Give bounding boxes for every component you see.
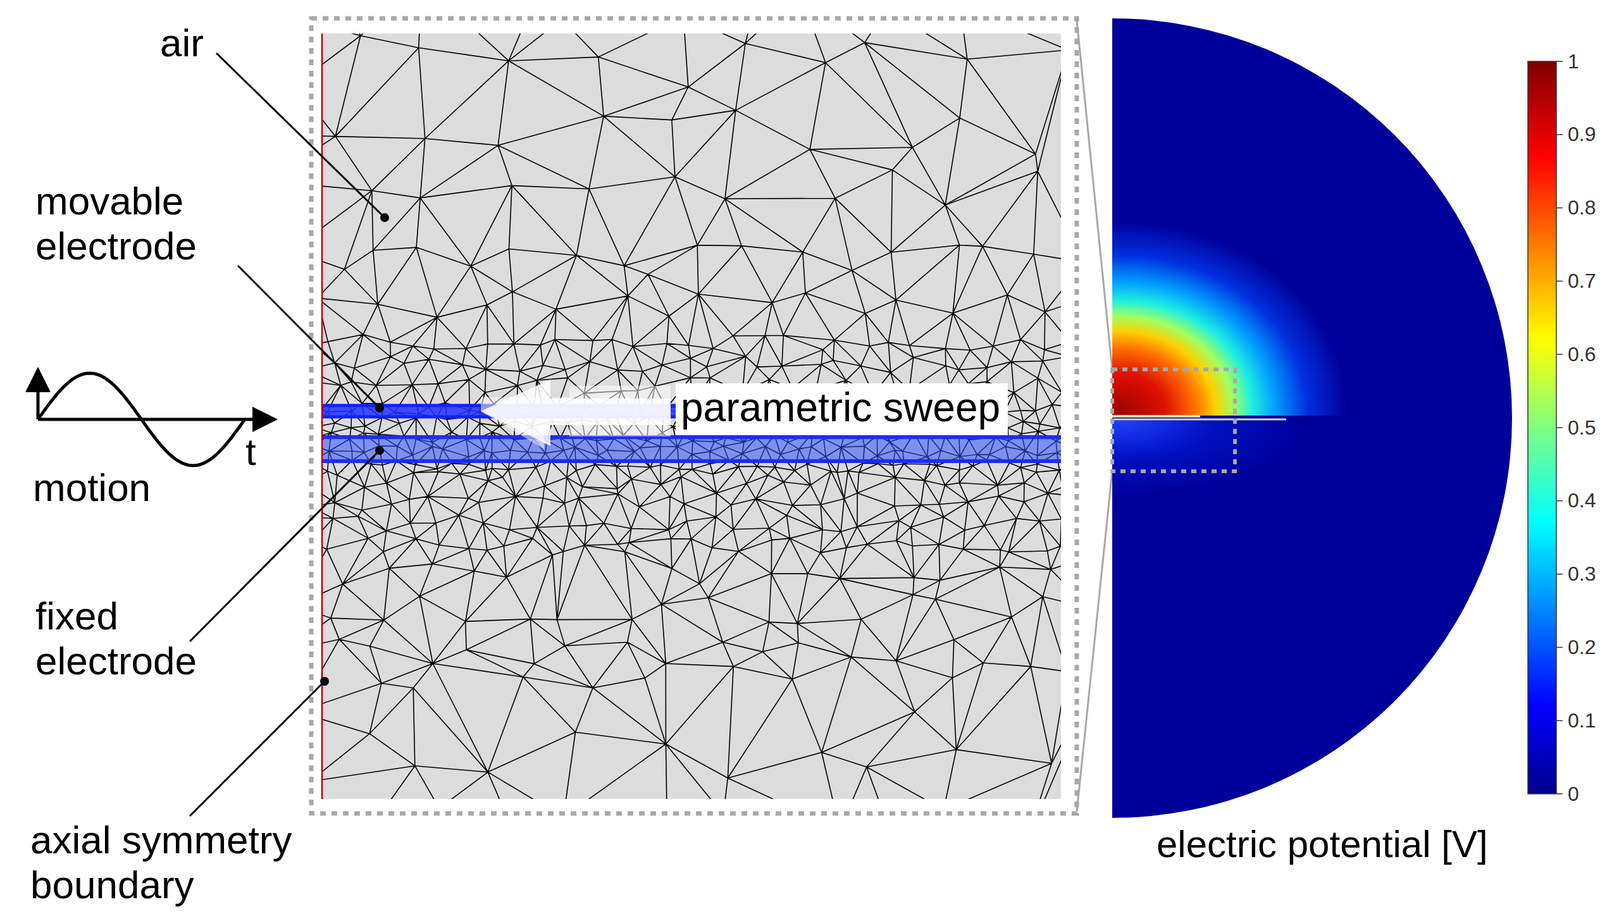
colorbar-tick: 0.7 — [1567, 269, 1596, 293]
zoom-line — [1076, 471, 1113, 812]
colorbar-tick: 0.1 — [1567, 709, 1596, 733]
sweep-label: parametric sweep — [675, 383, 1008, 436]
zoom-line — [1076, 20, 1113, 370]
zoom-frame — [311, 18, 1077, 814]
part-label: axial symmetry boundary — [30, 817, 347, 908]
fixed-electrode — [321, 435, 1061, 463]
colorbar-tick: 0 — [1567, 782, 1580, 807]
leader-dots — [320, 213, 390, 686]
colorbar-tick: 0.6 — [1567, 342, 1596, 367]
colorbar-tick: 0.8 — [1567, 196, 1596, 220]
colorbar-tick: 0.2 — [1567, 635, 1596, 660]
motion-symbol — [37, 369, 276, 466]
part-label: movable electrode — [35, 178, 245, 269]
colorbar-tick: 1 — [1567, 49, 1580, 74]
part-label: fixed electrode — [35, 593, 245, 684]
air-domain — [321, 33, 1061, 800]
part-label: air — [160, 20, 204, 66]
colorbar-tick: 0.3 — [1567, 562, 1596, 586]
colorbar-tick: 0.4 — [1567, 489, 1596, 513]
part-label: electric potential [V] — [1156, 822, 1489, 867]
sweep-arrow — [480, 379, 671, 450]
part-label: t — [245, 430, 257, 474]
potential-plot — [1112, 18, 1513, 819]
electrode-line — [1112, 415, 1201, 418]
mesh — [321, 33, 1061, 800]
mesh-edges — [321, 33, 1061, 800]
part-label: motion — [32, 465, 151, 510]
zoom-region — [1112, 369, 1235, 472]
colorbar-tick: 0.5 — [1567, 416, 1596, 440]
colorbar — [1527, 61, 1557, 794]
colorbar-ticks — [1556, 61, 1563, 794]
leader-lines — [189, 53, 385, 817]
colorbar-tick: 0.9 — [1567, 122, 1596, 147]
electrode-line — [1112, 418, 1287, 421]
